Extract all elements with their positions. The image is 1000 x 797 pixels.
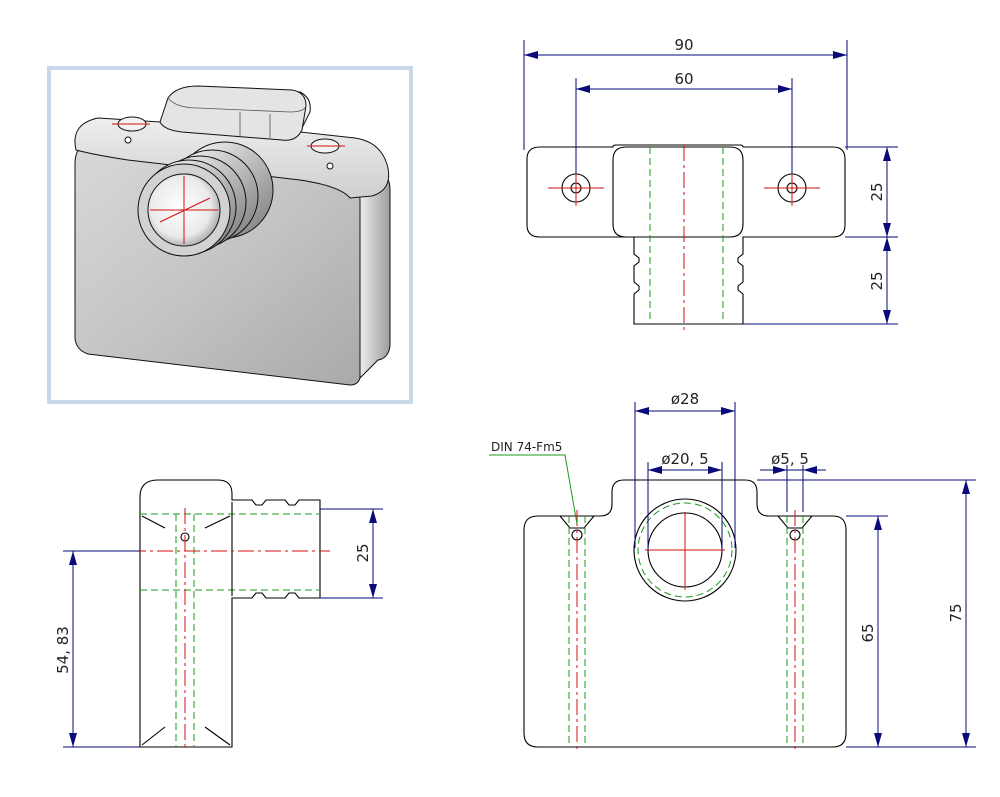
dim-65: 65 [859, 623, 877, 642]
dim-25-spigot: 25 [868, 271, 886, 290]
front-view: ø28 ø20, 5 ø5, 5 65 75 DIN 74-Fm5 [489, 390, 976, 752]
dim-90: 90 [674, 36, 693, 54]
din-callout: DIN 74-Fm5 [491, 440, 562, 454]
dim-side-25: 25 [354, 543, 372, 562]
isometric-view [47, 66, 413, 404]
side-view: 25 54, 83 [54, 479, 383, 748]
dim-dia-20-5: ø20, 5 [661, 450, 708, 468]
dim-dia-5-5: ø5, 5 [771, 450, 809, 468]
dim-25-flange: 25 [868, 182, 886, 201]
dim-side-height: 54, 83 [54, 626, 72, 674]
dim-60: 60 [674, 70, 693, 88]
top-view: 90 60 25 25 [523, 36, 898, 334]
dim-dia-28: ø28 [671, 390, 699, 408]
dim-75: 75 [947, 603, 965, 622]
